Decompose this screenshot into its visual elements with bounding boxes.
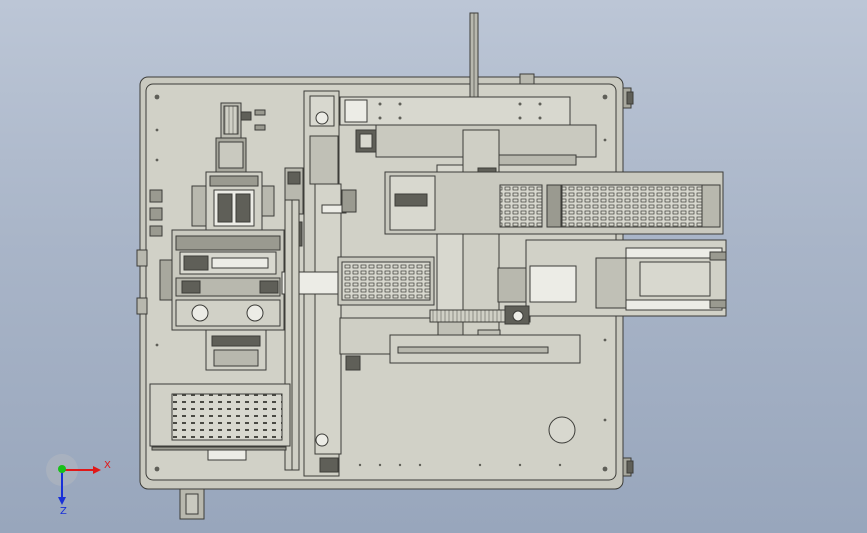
inspection-camera [548,416,576,444]
x-axis-label: X [104,460,111,471]
machine-assembly [136,12,727,520]
y-axis-point [58,465,66,473]
top-gantry-beam [339,96,571,126]
coordinate-triad: X Z [46,454,111,517]
z-axis-arrowhead [58,497,66,505]
x-axis-arrowhead [93,466,101,474]
z-axis-label: Z [60,506,67,517]
frame-bolts [154,94,608,472]
top-slide-bracket [519,73,535,85]
